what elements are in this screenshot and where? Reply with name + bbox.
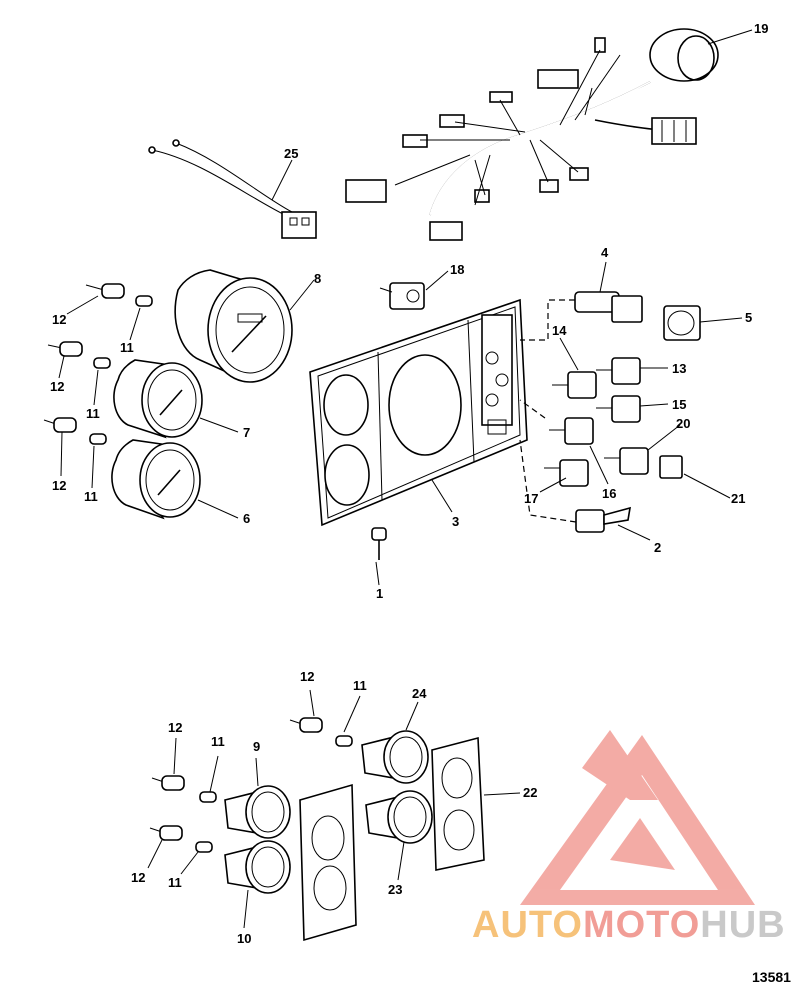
small-gauges [224,730,433,894]
callout-15: 15 [672,397,686,412]
callout-11-f: 11 [168,875,182,890]
bulbs-upper [89,295,153,445]
watermark-part-3: HUB [700,904,785,946]
callout-1: 1 [376,586,383,601]
callout-10: 10 [237,931,251,946]
gauge-6 [111,439,201,520]
callout-18: 18 [450,262,464,277]
switch-cover [663,305,701,341]
callout-labels: 1 2 3 4 5 6 7 8 9 10 11 11 11 11 11 11 1… [50,21,768,946]
watermark-part-2: MOTO [583,904,700,946]
callout-4: 4 [601,245,609,260]
callout-19: 19 [754,21,768,36]
callout-2: 2 [654,540,661,555]
ignition-switch [520,291,643,341]
leader-lines [58,29,753,929]
callout-11-e: 11 [211,734,225,749]
callout-17: 17 [524,491,538,506]
callout-5: 5 [745,310,752,325]
callout-12-e: 12 [168,720,182,735]
callout-21: 21 [731,491,745,506]
wiring-harness [345,28,719,241]
watermark-text: AUTOMOTOHUB [472,904,786,946]
tachometer-gauge [174,269,293,383]
callout-12-c: 12 [52,478,66,493]
callout-12-b: 12 [50,379,64,394]
callout-16: 16 [602,486,616,501]
callout-12-f: 12 [131,870,145,885]
callout-11-c: 11 [84,489,98,504]
callout-3: 3 [452,514,459,529]
callout-11-a: 11 [120,340,134,355]
callout-11-d: 11 [353,678,367,693]
figure-number: 13581 [752,969,791,985]
callout-12-d: 12 [300,669,314,684]
relay [379,282,425,310]
lamp-sockets-lower [149,717,323,841]
callout-7: 7 [243,425,250,440]
svg-text:AUTOMOTOHUB: AUTOMOTOHUB [472,904,786,946]
bulbs-lower [195,735,353,853]
gauge-7 [113,359,203,439]
callout-25: 25 [284,146,298,161]
rocker-switches [519,357,683,533]
callout-11-b: 11 [86,406,100,421]
callout-8: 8 [314,271,321,286]
callout-20: 20 [676,416,690,431]
callout-24: 24 [412,686,427,701]
watermark-logo [520,730,755,905]
callout-14: 14 [552,323,567,338]
callout-12-a: 12 [52,312,66,327]
callout-13: 13 [672,361,686,376]
instrument-panel [309,298,528,527]
callout-22: 22 [523,785,537,800]
small-panels [299,736,485,942]
wire-lead [148,139,317,239]
callout-23: 23 [388,882,402,897]
lamp-sockets-upper [43,283,125,433]
screw [371,527,387,560]
callout-6: 6 [243,511,250,526]
watermark-part-1: AUTO [472,904,583,946]
callout-9: 9 [253,739,260,754]
